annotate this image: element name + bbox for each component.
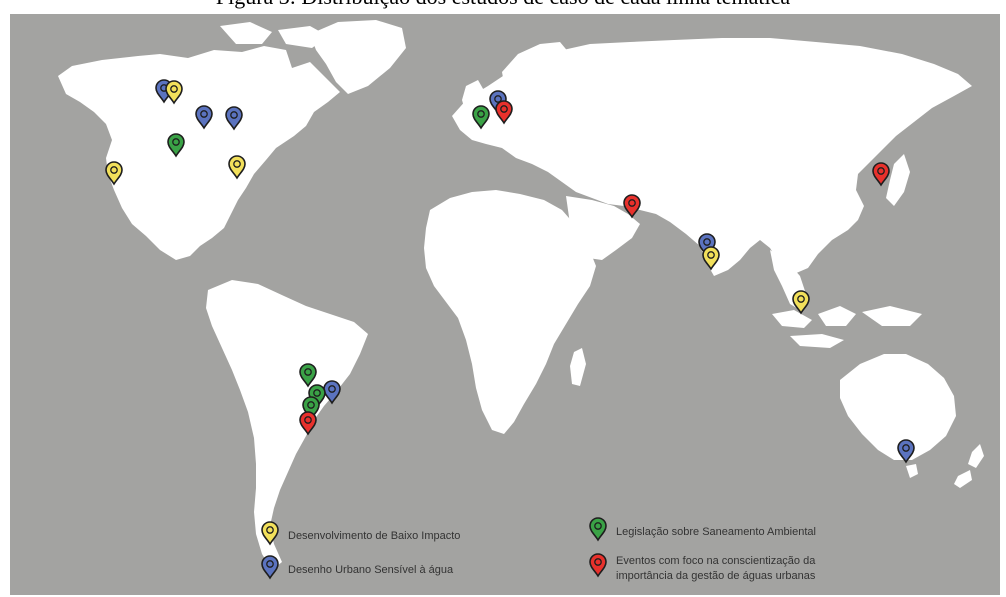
legend-marker-green[interactable] [589,517,607,542]
pin-dot [328,385,336,393]
marker-blue[interactable] [897,439,915,464]
marker-green[interactable] [472,105,490,130]
legend-label-red: Eventos com foco na conscientização da [616,555,816,567]
pin-dot [172,138,180,146]
pin-dot [902,444,910,452]
pin-dot [304,416,312,424]
map-legend: Desenvolvimento de Baixo ImpactoDesenho … [261,517,816,582]
legend-marker-yellow[interactable] [261,521,279,546]
pin-dot [266,526,274,534]
world-map-canvas: Desenvolvimento de Baixo ImpactoDesenho … [10,14,1000,595]
pin-dot [110,166,118,174]
pin-dot [494,95,502,103]
legend-marker-blue[interactable] [261,555,279,580]
marker-yellow[interactable] [105,161,123,186]
pin-dot [707,251,715,259]
landmass-indonesia [772,306,922,348]
legend-label-red: importância da gestão de águas urbanas [616,570,816,582]
landmass-eurasia [452,38,972,276]
legend-label-yellow: Desenvolvimento de Baixo Impacto [288,530,460,542]
landmass-japan [886,154,910,206]
pin-dot [628,199,636,207]
landmass-arctic-islands [220,22,328,48]
landmass-greenland [310,20,406,94]
marker-yellow[interactable] [792,290,810,315]
continents [58,20,984,570]
pin-dot [703,238,711,246]
marker-yellow[interactable] [165,80,183,105]
marker-red[interactable] [623,194,641,219]
pin-dot [200,110,208,118]
pin-dot [230,111,238,119]
marker-yellow[interactable] [702,246,720,271]
pin-dot [307,401,315,409]
landmass-new-zealand [954,444,984,488]
marker-green[interactable] [302,396,320,421]
figure-caption: Figura 3: Distribuição dos estudos de ca… [0,0,1006,10]
marker-blue[interactable] [323,380,341,405]
legend-label-blue: Desenho Urbano Sensível à água [288,564,454,576]
pin-dot [797,295,805,303]
pin-dot [477,110,485,118]
marker-red[interactable] [299,411,317,436]
legend-marker-red[interactable] [589,553,607,578]
marker-green[interactable] [299,363,317,388]
marker-yellow[interactable] [228,155,246,180]
marker-red[interactable] [872,162,890,187]
marker-red[interactable] [495,100,513,125]
case-study-markers [105,79,915,464]
pin-dot [304,368,312,376]
pin-dot [170,85,178,93]
landmass-australia [840,354,956,460]
pin-dot [500,105,508,113]
pin-dot [594,558,602,566]
landmass-scandinavia [502,42,570,100]
pin-dot [313,389,321,397]
marker-green[interactable] [167,133,185,158]
pin-dot [233,160,241,168]
landmass-tasmania [906,464,918,478]
pin-dot [877,167,885,175]
legend-label-green: Legislação sobre Saneamento Ambiental [616,526,816,538]
pin-dot [266,560,274,568]
landmass-madagascar [570,348,586,386]
marker-blue[interactable] [225,106,243,131]
landmass-north-america [58,46,340,260]
landmass-south-america [206,280,368,570]
landmass-africa [424,190,596,434]
marker-blue[interactable] [195,105,213,130]
pin-dot [594,522,602,530]
